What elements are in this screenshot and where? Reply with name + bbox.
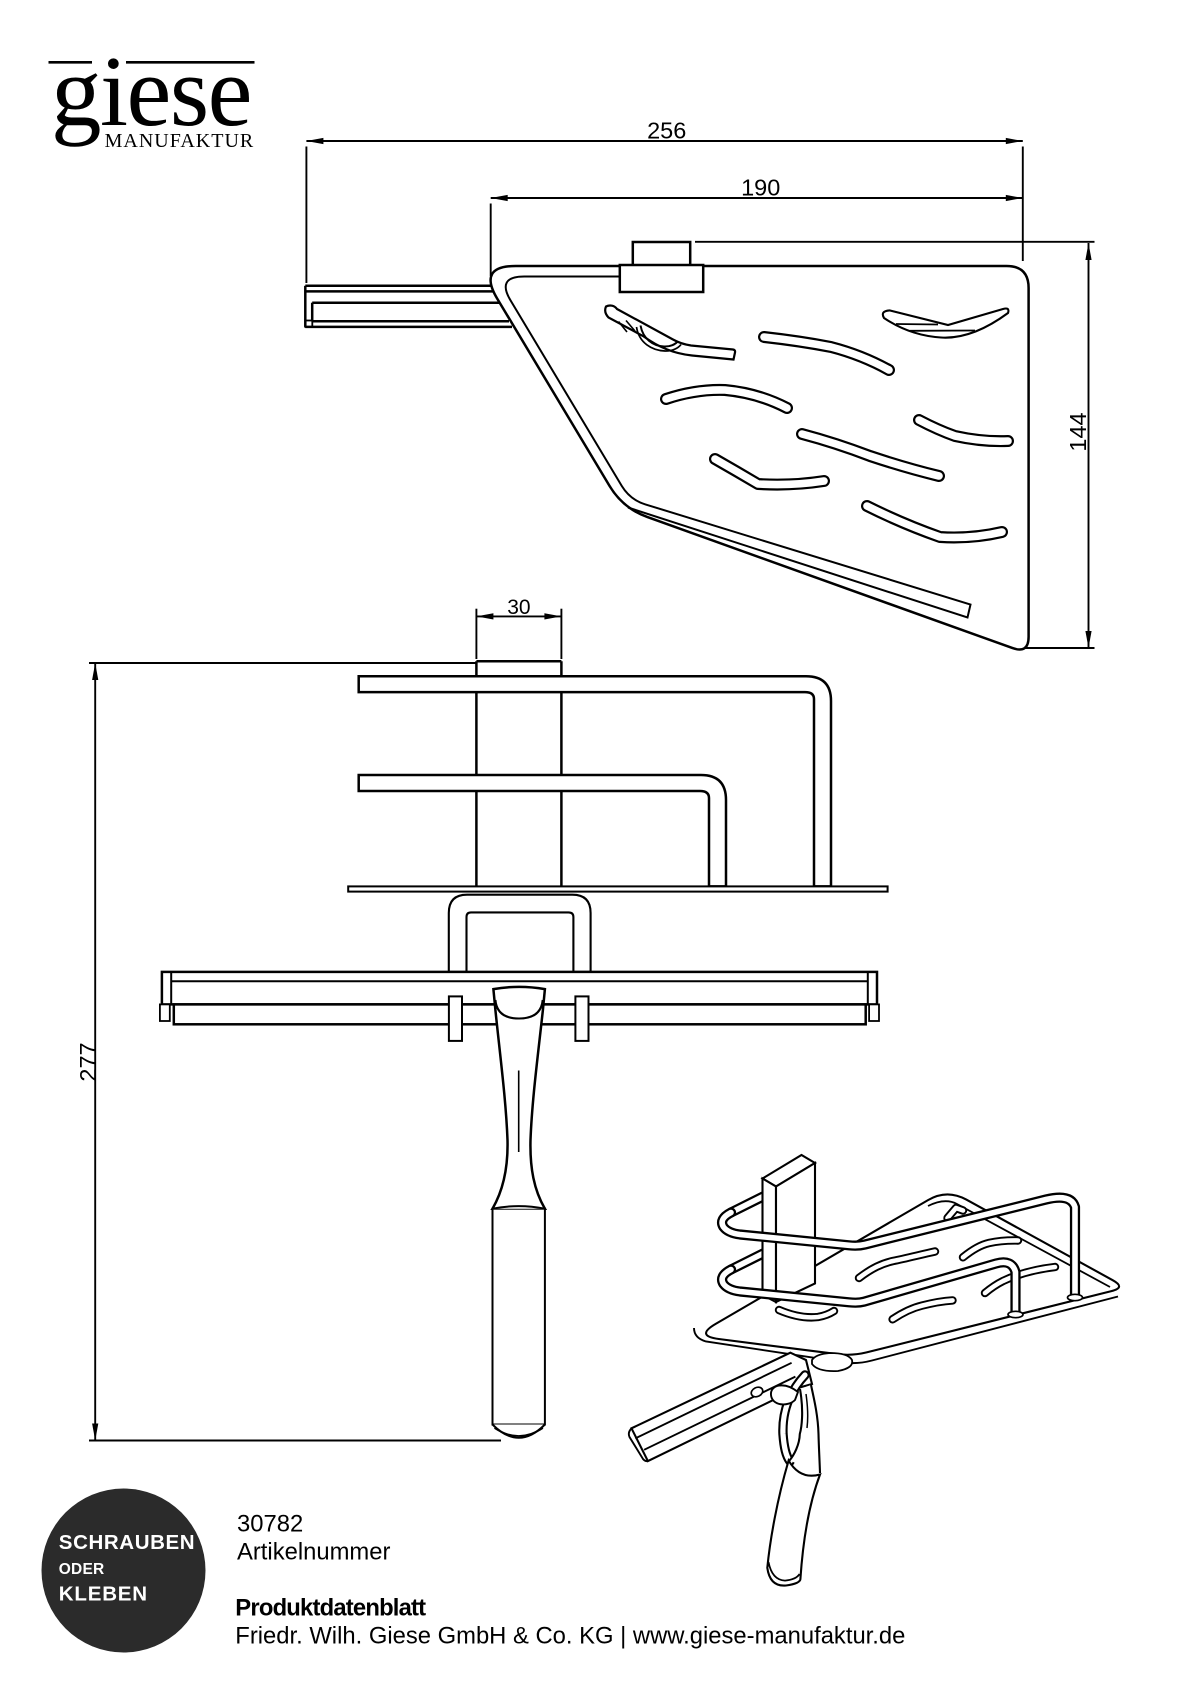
svg-text:277: 277 — [75, 1042, 101, 1081]
svg-text:Friedr. Wilh. Giese GmbH & Co.: Friedr. Wilh. Giese GmbH & Co. KG | www.… — [235, 1622, 905, 1649]
svg-text:30782: 30782 — [237, 1511, 303, 1538]
svg-text:Produktdatenblatt: Produktdatenblatt — [235, 1595, 426, 1622]
svg-text:KLEBEN: KLEBEN — [59, 1583, 148, 1606]
svg-text:MANUFAKTUR: MANUFAKTUR — [105, 130, 255, 152]
svg-text:144: 144 — [1065, 412, 1091, 451]
svg-text:190: 190 — [741, 175, 780, 201]
svg-text:30: 30 — [507, 596, 530, 619]
svg-text:256: 256 — [647, 118, 686, 144]
svg-text:giese: giese — [51, 35, 251, 147]
svg-text:SCHRAUBEN: SCHRAUBEN — [59, 1531, 195, 1554]
svg-text:ODER: ODER — [59, 1561, 105, 1578]
svg-text:Artikelnummer: Artikelnummer — [237, 1538, 390, 1565]
